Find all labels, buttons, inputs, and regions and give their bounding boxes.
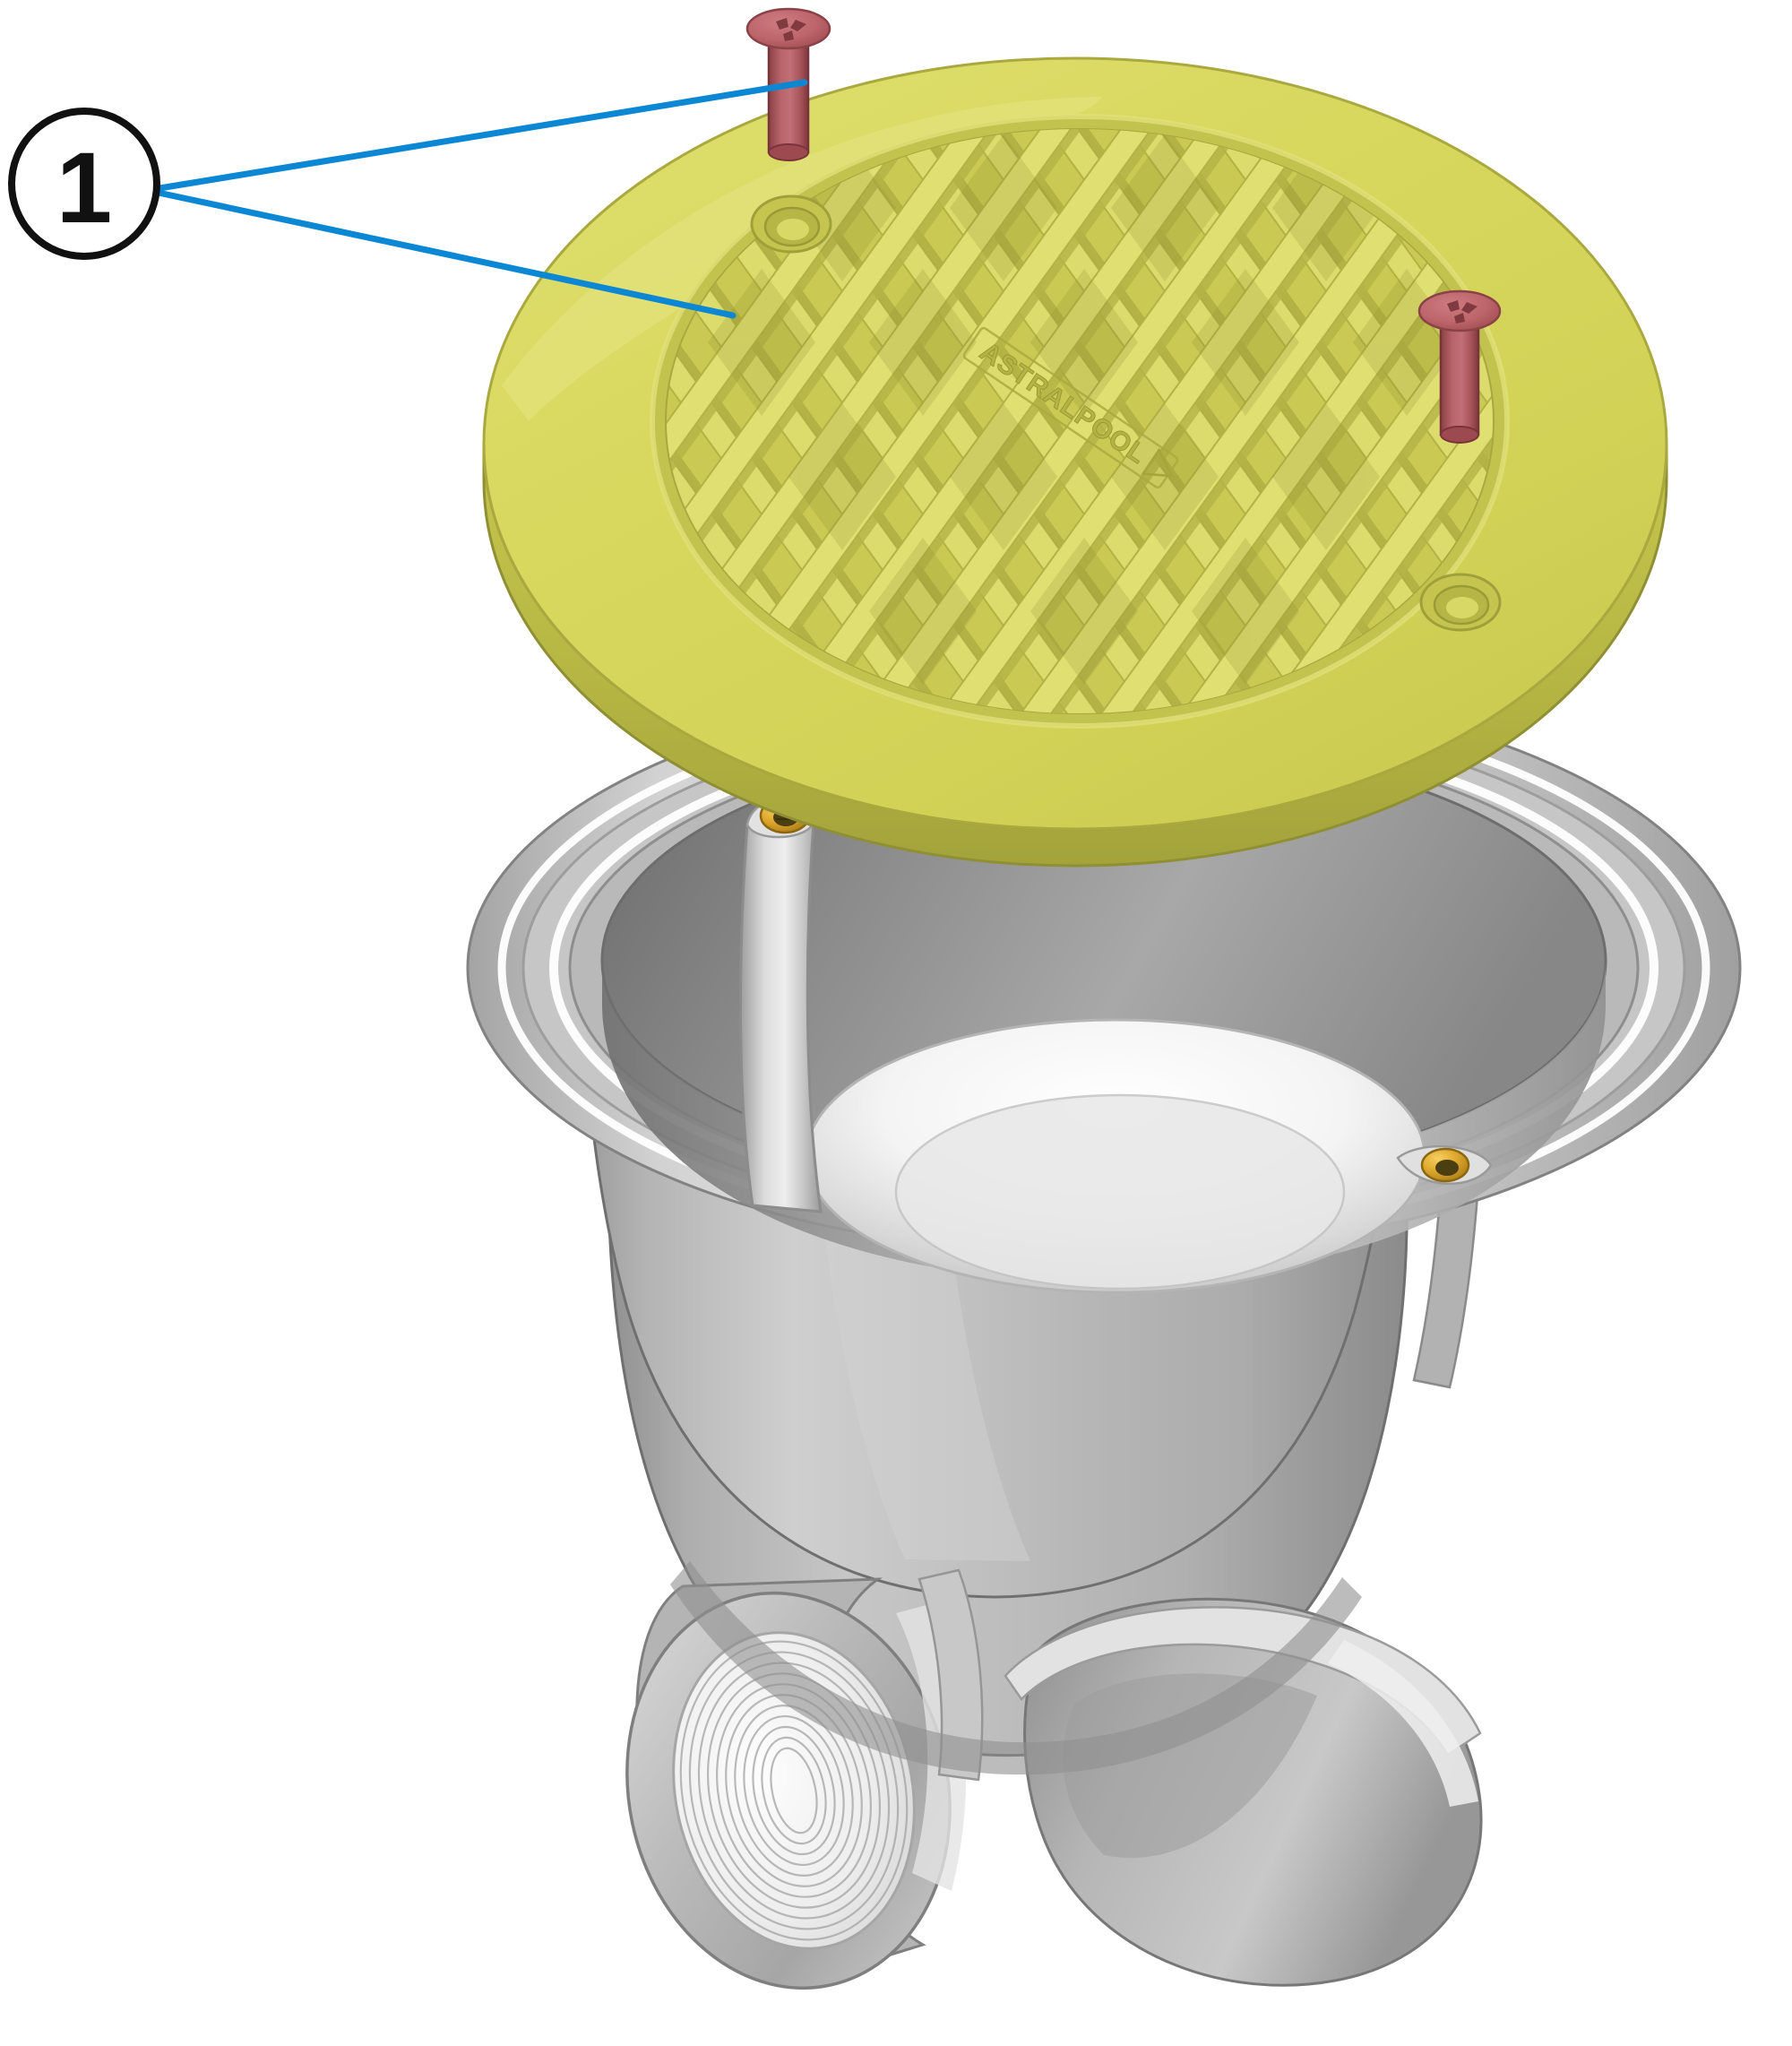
screw-boss-left-column bbox=[738, 821, 823, 1213]
screw-upper-cross-slot bbox=[776, 18, 806, 41]
screw-lower-head bbox=[1417, 289, 1502, 332]
grate-screw-hole-upper-left bbox=[750, 194, 832, 254]
screw-lower-cross-slot bbox=[1447, 300, 1478, 324]
screw-boss-right bbox=[1396, 1144, 1493, 1185]
body-funnel-throat bbox=[894, 1093, 1346, 1291]
callout-balloon-1[interactable]: 1 bbox=[8, 79, 808, 319]
drain-body-housing bbox=[466, 679, 1742, 1990]
callout-number: 1 bbox=[56, 132, 112, 244]
body-bottom-edge bbox=[670, 1561, 1362, 1775]
grate-lid-sheen bbox=[502, 97, 1102, 421]
grate-screw-hole-lower-right bbox=[1419, 573, 1502, 632]
leader-line-to-screw bbox=[151, 79, 808, 193]
outlet-divider-web bbox=[918, 1568, 984, 1782]
brass-insert-right-bore bbox=[1435, 1160, 1459, 1176]
screw-boss-left bbox=[738, 797, 823, 1213]
outlet-right-inner-shade bbox=[1063, 1673, 1317, 1859]
outlet-right-shoulder bbox=[1004, 1606, 1482, 1757]
callout-circle[interactable] bbox=[8, 108, 160, 260]
screw-lower bbox=[1417, 289, 1502, 444]
threaded-pipe-socket-front bbox=[625, 1577, 967, 1990]
screw-upper bbox=[745, 7, 831, 161]
screw-upper-head bbox=[745, 7, 831, 50]
grate-lattice-boundary-hilite bbox=[650, 114, 1510, 729]
outlet-right-edge-highlight bbox=[1328, 1640, 1478, 1807]
leader-line-to-grate bbox=[151, 188, 737, 319]
grate-lattice-boundary bbox=[652, 116, 1507, 727]
grate-lid: ASTRALPOOL bbox=[482, 56, 1668, 868]
pipe-outlet-right bbox=[1004, 1597, 1483, 1987]
